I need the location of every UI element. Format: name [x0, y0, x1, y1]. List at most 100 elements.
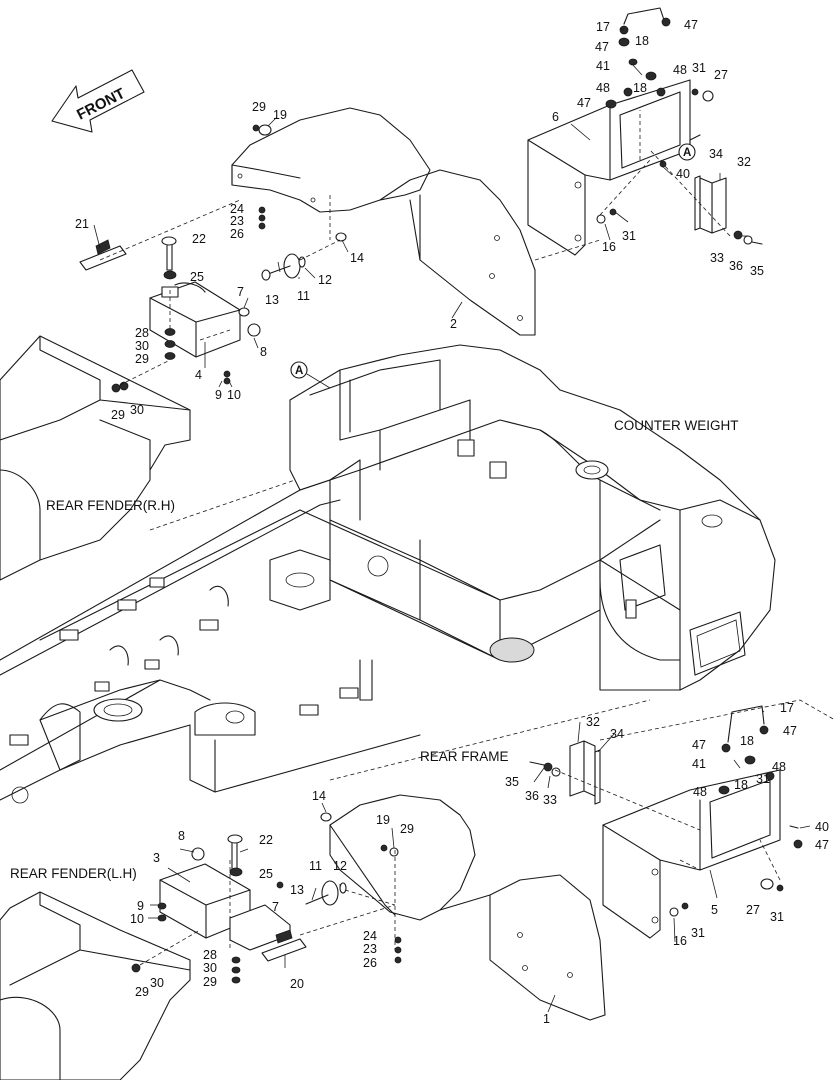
- reference-marker-a-upper: A: [678, 143, 696, 161]
- callout-2: 2: [450, 317, 457, 331]
- callout-30b: 30: [130, 403, 144, 417]
- callout-6: 6: [552, 110, 559, 124]
- callout-30: 30: [135, 339, 149, 353]
- callout-4: 4: [195, 368, 202, 382]
- callout-31d: 31: [770, 910, 784, 924]
- callout-28b: 28: [203, 948, 217, 962]
- callout-48b: 48: [596, 81, 610, 95]
- rear-frame: [0, 344, 776, 804]
- callout-32: 32: [737, 155, 751, 169]
- callout-34: 34: [709, 147, 723, 161]
- callout-33: 33: [710, 251, 724, 265]
- hinge-part-21: [79, 239, 127, 271]
- rear-fender-lh-label: REAR FENDER(L.H): [10, 866, 137, 881]
- callout-35b: 35: [505, 775, 519, 789]
- callout-29: 29: [252, 100, 266, 114]
- callout-40b: 40: [815, 820, 829, 834]
- rear-fender-rh-label: REAR FENDER(R.H): [46, 498, 175, 513]
- callout-10: 10: [227, 388, 241, 402]
- rear-fender-lh-body: [0, 891, 191, 1080]
- callout-48: 48: [673, 63, 687, 77]
- hinge-part-20: [261, 929, 307, 962]
- callout-36b: 36: [525, 789, 539, 803]
- callout-31c: 31: [756, 772, 770, 786]
- callout-25b: 25: [259, 867, 273, 881]
- callout-48d: 48: [693, 785, 707, 799]
- callout-label: A: [683, 147, 691, 159]
- callout-18b: 18: [633, 81, 647, 95]
- callout-41b: 41: [692, 757, 706, 771]
- callout-18: 18: [635, 34, 649, 48]
- callout-18c: 18: [740, 734, 754, 748]
- callout-10b: 10: [130, 912, 144, 926]
- callout-47c: 47: [577, 96, 591, 110]
- callout-27b: 27: [746, 903, 760, 917]
- callout-33b: 33: [543, 793, 557, 807]
- callout-29d: 29: [400, 822, 414, 836]
- callout-5: 5: [711, 903, 718, 917]
- callout-31e: 31: [691, 926, 705, 940]
- callout-13: 13: [265, 293, 279, 307]
- callout-23b: 23: [363, 942, 377, 956]
- reference-marker-a-frame: A: [290, 361, 331, 389]
- bracket-part-4: [149, 281, 241, 358]
- callout-47d: 47: [783, 724, 797, 738]
- callout-23: 23: [230, 214, 244, 228]
- fender-part-2: [231, 107, 536, 336]
- callout-11: 11: [297, 289, 310, 303]
- bracket-32-34-lower: [569, 740, 601, 805]
- callout-31: 31: [692, 61, 706, 75]
- fender-part-1: [329, 794, 606, 1021]
- callout-1: 1: [543, 1012, 550, 1026]
- callout-47f: 47: [815, 838, 829, 852]
- callout-29c: 29: [111, 408, 125, 422]
- callout-7b: 7: [272, 900, 279, 914]
- callout-19b: 19: [376, 813, 390, 827]
- callout-19: 19: [273, 108, 287, 122]
- callout-21: 21: [75, 217, 89, 231]
- bracket-32-34-upper: [694, 175, 727, 234]
- callout-18d: 18: [734, 778, 748, 792]
- callout-26b: 26: [363, 956, 377, 970]
- callout-8: 8: [260, 345, 267, 359]
- callout-8b: 8: [178, 829, 185, 843]
- callout-9b: 9: [137, 899, 144, 913]
- front-direction-arrow: FRONT: [51, 69, 145, 133]
- callout-3: 3: [153, 851, 160, 865]
- rear-fender-rh-body: [0, 335, 191, 581]
- callout-22b: 22: [259, 833, 273, 847]
- callout-11b: 11: [309, 859, 322, 873]
- callout-47: 47: [684, 18, 698, 32]
- callout-14: 14: [350, 251, 364, 265]
- callout-27: 27: [714, 68, 728, 82]
- callout-12: 12: [318, 273, 332, 287]
- toolbox-part-6: [527, 79, 701, 261]
- callout-40: 40: [676, 167, 690, 181]
- callout-20: 20: [290, 977, 304, 991]
- callout-48c: 48: [772, 760, 786, 774]
- callout-28: 28: [135, 326, 149, 340]
- callout-16: 16: [602, 240, 616, 254]
- callout-30c: 30: [203, 961, 217, 975]
- callout-14b: 14: [312, 789, 326, 803]
- callout-17: 17: [596, 20, 610, 34]
- callout-22: 22: [192, 232, 206, 246]
- callout-9: 9: [215, 388, 222, 402]
- callout-7: 7: [237, 285, 244, 299]
- callout-32b: 32: [586, 715, 600, 729]
- callout-29f: 29: [135, 985, 149, 999]
- callout-41: 41: [596, 59, 610, 73]
- callout-36: 36: [729, 259, 743, 273]
- callout-label: A: [295, 365, 303, 377]
- callout-17b: 17: [780, 701, 794, 715]
- callout-47b: 47: [595, 40, 609, 54]
- callout-25: 25: [190, 270, 204, 284]
- callout-12b: 12: [333, 859, 347, 873]
- callout-35: 35: [750, 264, 764, 278]
- callout-29e: 29: [203, 975, 217, 989]
- callout-47e: 47: [692, 738, 706, 752]
- callout-13b: 13: [290, 883, 304, 897]
- callout-29b: 29: [135, 352, 149, 366]
- counter-weight-label: COUNTER WEIGHT: [614, 418, 739, 433]
